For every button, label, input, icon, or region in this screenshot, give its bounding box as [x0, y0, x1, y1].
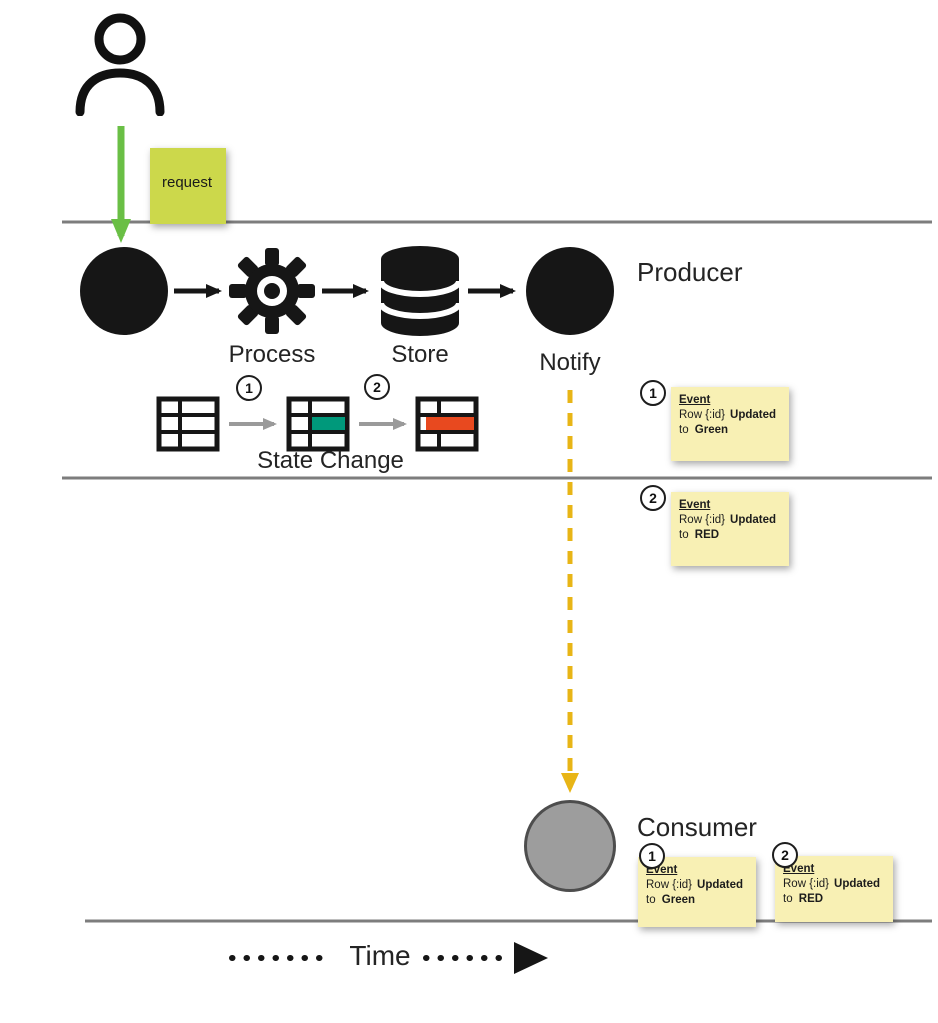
time-arrowhead	[514, 942, 548, 974]
table-red-row-icon	[414, 395, 480, 453]
event-row-text: Row {:id}Updated	[679, 409, 777, 421]
consumer-node	[524, 800, 616, 892]
producer-label: Producer	[637, 257, 743, 287]
event-row-text: Row {:id}Updated	[679, 514, 777, 526]
event-row-text: Row {:id}Updated	[646, 879, 744, 891]
event-row-text: Row {:id}Updated	[783, 878, 881, 890]
event-title: Event	[783, 863, 815, 875]
state-change-label: State Change	[257, 447, 404, 474]
notify-node	[526, 247, 614, 335]
store-label: Store	[391, 341, 449, 368]
store-database-icon	[377, 244, 463, 340]
event-title: Event	[646, 864, 678, 876]
process-label: Process	[228, 341, 316, 368]
consumer-event-note-green: Event Row {:id}Updated to Green	[638, 857, 756, 927]
state-step-2-badge: 2	[364, 374, 390, 400]
event-state-text: to Green	[646, 893, 696, 906]
table-green-row-icon	[285, 395, 351, 453]
event-title: Event	[679, 499, 711, 511]
notify-label: Notify	[539, 349, 601, 376]
event-state-text: to RED	[679, 528, 720, 541]
consumer-event-note-red: Event Row {:id}Updated to RED	[775, 856, 893, 922]
event-1-badge: 1	[640, 380, 666, 406]
process-gear-icon	[227, 246, 317, 336]
consumer-event-2-badge: 2	[772, 842, 798, 868]
event-note-green: Event Row {:id}Updated to Green	[671, 387, 789, 461]
event-2-badge: 2	[640, 485, 666, 511]
event-state-text: to RED	[783, 892, 824, 905]
event-note-red: Event Row {:id}Updated to RED	[671, 492, 789, 566]
consumer-label: Consumer	[637, 812, 757, 842]
user-icon	[70, 12, 170, 116]
request-note-label: request	[162, 174, 213, 191]
request-note: request	[150, 148, 226, 224]
table-plain-icon	[155, 395, 221, 453]
time-label: Time	[349, 940, 411, 971]
producer-start-node	[80, 247, 168, 335]
event-state-text: to Green	[679, 423, 729, 436]
state-step-1-badge: 1	[236, 375, 262, 401]
consumer-event-1-badge: 1	[639, 843, 665, 869]
event-title: Event	[679, 394, 711, 406]
